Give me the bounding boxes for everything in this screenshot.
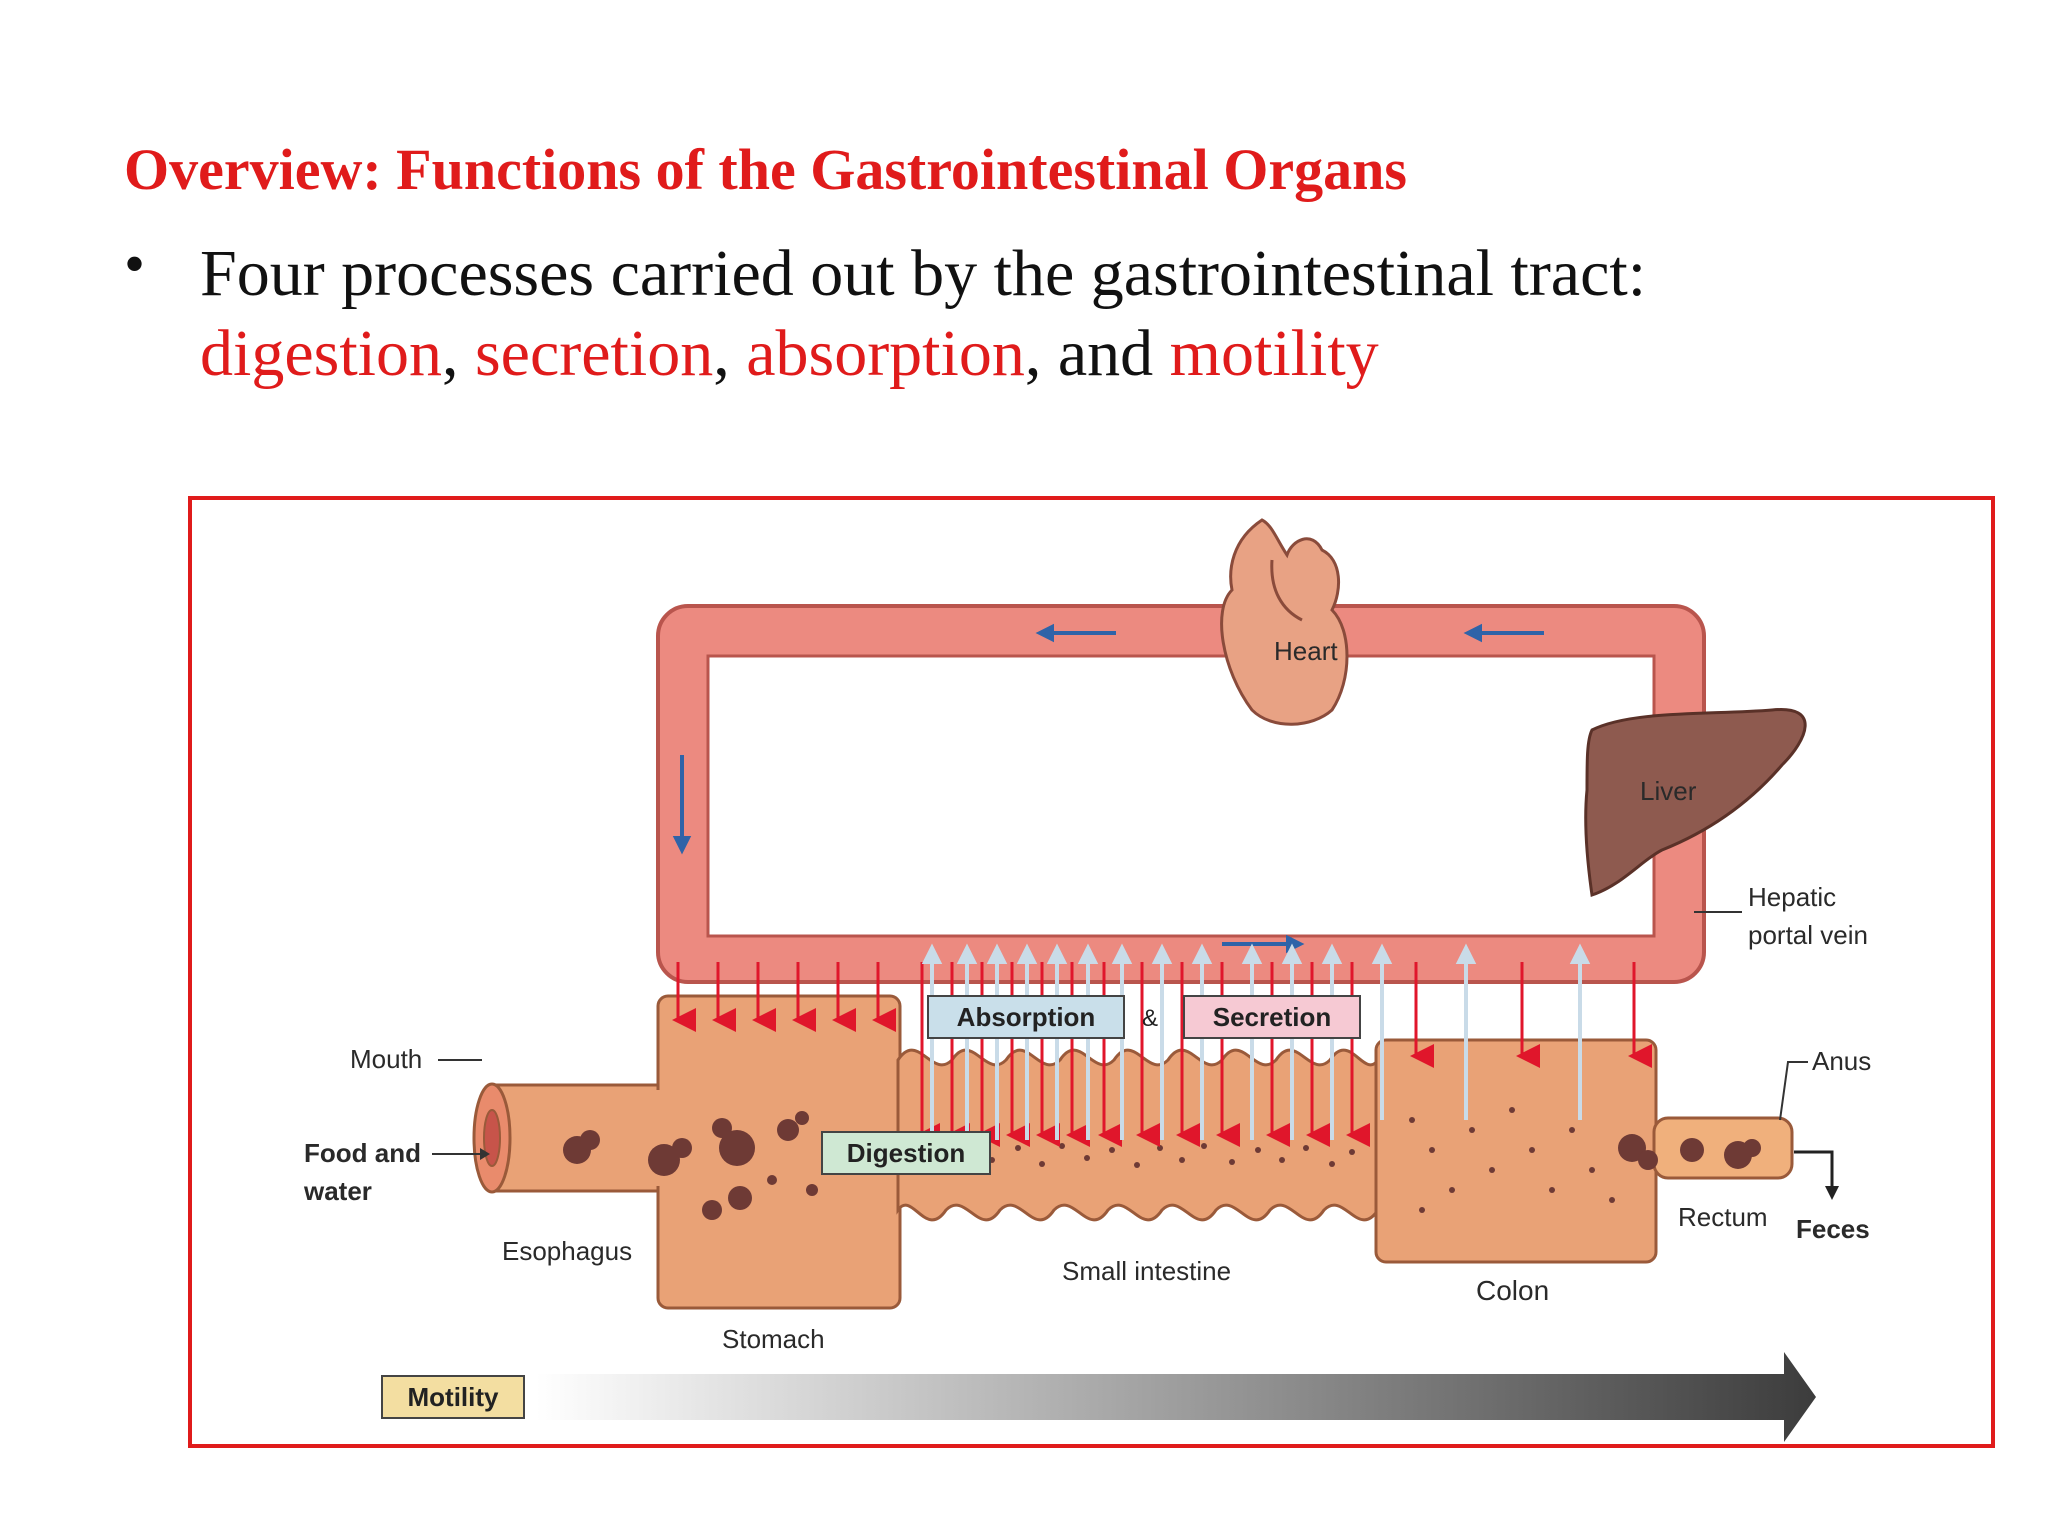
diagram-frame: Heart Liver Hepatic portal vein [188,496,1995,1448]
feces-arrow [1794,1150,1834,1190]
bullet-marker: • [124,231,146,297]
digestion-label: Digestion [847,1138,965,1168]
anus-pointer [1779,1061,1808,1121]
ampersand-label: & [1142,1005,1158,1032]
small-intestine-label: Small intestine [1062,1256,1231,1286]
process-digestion: digestion [200,317,442,390]
anus-label: Anus [1812,1046,1871,1076]
absorption-arrows [921,943,1591,1140]
absorption-box: Absorption [927,995,1125,1039]
motility-label: Motility [408,1382,500,1412]
heart-label: Heart [1274,636,1338,666]
gi-tract-diagram: Heart Liver Hepatic portal vein [303,518,1871,1442]
secretion-label: Secretion [1213,1002,1332,1032]
liver-label: Liver [1640,776,1697,806]
stomach-label: Stomach [722,1324,825,1354]
colon-label: Colon [1476,1275,1549,1306]
esophagus-label: Esophagus [502,1236,632,1266]
hepatic-label-2: portal vein [1748,920,1868,950]
secretion-arrows [672,962,1652,1147]
slide-title: Overview: Functions of the Gastrointesti… [124,137,1407,202]
secretion-box: Secretion [1183,995,1361,1039]
heart-illustration: Heart [1220,518,1349,726]
food-and-water-label-2: water [303,1176,372,1206]
separator-3: , and [1024,317,1170,390]
separator-1: , [442,317,475,390]
digestion-box: Digestion [821,1131,991,1175]
process-motility: motility [1169,317,1379,390]
absorption-label: Absorption [957,1002,1096,1032]
process-absorption: absorption [746,317,1025,390]
bullet-text-line2: digestion, secretion, absorption, and mo… [200,316,1379,392]
motility-indicator: Motility [381,1352,1816,1442]
rectum-label: Rectum [1678,1202,1768,1232]
mouth-label: Mouth [350,1044,422,1074]
food-and-water-label-1: Food and [304,1138,421,1168]
blood-vessel-loop [656,604,1706,984]
process-secretion: secretion [475,317,714,390]
liver-illustration: Liver [1584,708,1807,897]
motility-arrow [536,1352,1816,1442]
hepatic-label-1: Hepatic [1748,882,1836,912]
separator-2: , [713,317,747,390]
bullet-text-line1: Four processes carried out by the gastro… [200,237,1647,310]
feces-label: Feces [1796,1214,1870,1244]
